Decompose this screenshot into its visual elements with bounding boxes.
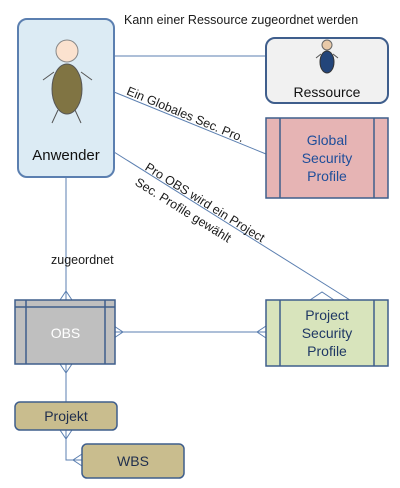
global-profile-node[interactable] <box>265 117 389 199</box>
crowfoot-obs-top <box>59 290 73 301</box>
project-profile-line-2: Security <box>301 325 353 341</box>
obs-label: OBS <box>50 325 81 341</box>
zugeordnet-label: zugeordnet <box>51 253 114 267</box>
crowfoot-wbs-left <box>72 453 83 467</box>
wbs-label: WBS <box>117 453 149 469</box>
wbs-node[interactable] <box>81 443 185 479</box>
global-profile-label: Global Security Profile <box>280 124 374 192</box>
person-icon <box>42 39 93 124</box>
projekt-node[interactable] <box>14 401 118 431</box>
crowfoot-project-top <box>309 291 335 301</box>
global-profile-line-2: Security <box>301 150 353 166</box>
person-small-icon <box>315 39 339 74</box>
crowfoot-obs-bottom <box>59 363 73 374</box>
project-profile-line-3: Profile <box>307 343 347 359</box>
anwender-label: Anwender <box>32 146 100 164</box>
global-profile-line-3: Profile <box>307 168 347 184</box>
projekt-label: Projekt <box>44 408 88 424</box>
ressource-label: Ressource <box>293 84 361 100</box>
crowfoot-project-left <box>256 325 267 339</box>
connector-projekt-wbs <box>65 430 82 461</box>
crowfoot-obs-right <box>113 325 124 339</box>
connector-anwender-project <box>113 151 351 301</box>
project-profile-label: Project Security Profile <box>280 302 374 364</box>
project-profile-node[interactable] <box>265 299 389 367</box>
crowfoot-projekt-bottom <box>59 429 73 440</box>
project-profile-line-1: Project <box>305 307 349 323</box>
connector-anwender-global <box>113 91 267 155</box>
obs-node[interactable] <box>14 299 116 365</box>
top-caption: Kann einer Ressource zugeordnet werden <box>124 13 359 27</box>
global-profile-line-1: Global <box>306 132 348 148</box>
